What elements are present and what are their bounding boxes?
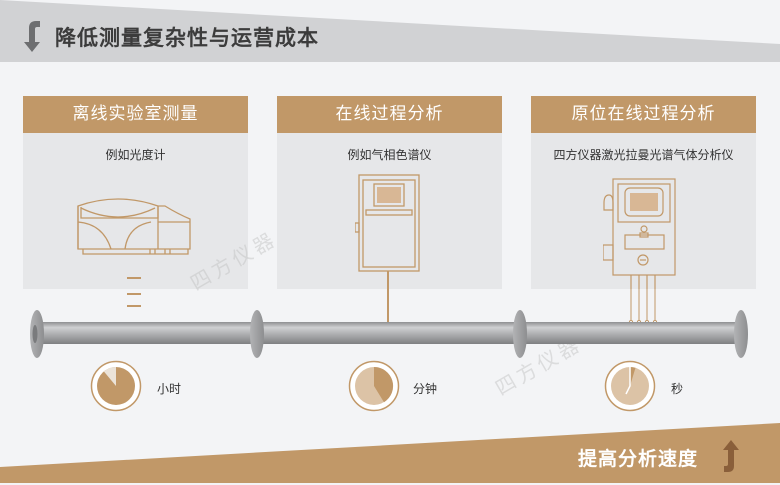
clock-seconds-icon	[604, 360, 656, 412]
photometer-icon	[77, 198, 191, 255]
clock-label: 小时	[157, 382, 182, 396]
panel-online-process: 在线过程分析 例如气相色谱仪	[277, 96, 502, 289]
gas-chromatograph-icon	[355, 174, 420, 289]
clock-label: 秒	[671, 382, 684, 396]
clock-hours-icon	[90, 360, 142, 412]
down-arrow-icon	[24, 21, 40, 52]
sample-dash	[127, 293, 141, 295]
footer-title: 提高分析速度	[578, 448, 699, 470]
panel-insitu-process: 原位在线过程分析 四方仪器激光拉曼光谱气体分析仪	[531, 96, 756, 289]
raman-analyzer-icon	[603, 178, 676, 289]
panel-title: 原位在线过程分析	[531, 96, 756, 133]
process-pipe	[30, 310, 748, 358]
panel-offline-lab: 离线实验室测量 例如光度计	[23, 96, 248, 289]
panel-title: 离线实验室测量	[23, 96, 248, 133]
sampling-line	[387, 289, 389, 323]
panel-title: 在线过程分析	[277, 96, 502, 133]
header-band	[0, 0, 780, 62]
panel-subtitle: 四方仪器激光拉曼光谱气体分析仪	[553, 148, 734, 162]
header-title: 降低测量复杂性与运营成本	[55, 26, 319, 50]
sample-dash	[127, 305, 141, 307]
up-arrow-icon	[723, 440, 739, 472]
clock-minutes-icon	[348, 360, 400, 412]
panel-subtitle: 例如气相色谱仪	[347, 148, 432, 162]
panel-subtitle: 例如光度计	[105, 148, 166, 162]
footer-band	[0, 423, 780, 483]
clock-label: 分钟	[413, 382, 438, 396]
sample-dash	[127, 277, 141, 279]
